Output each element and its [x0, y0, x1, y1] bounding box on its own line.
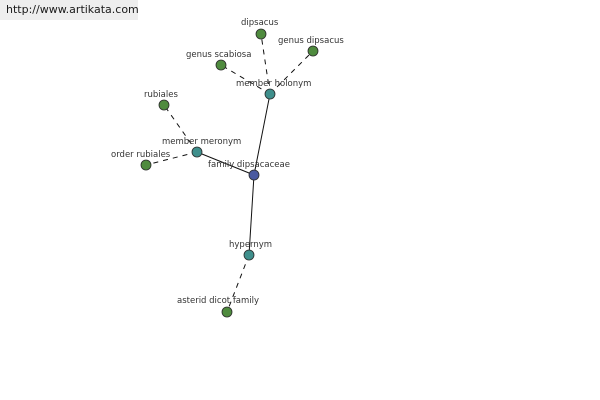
- node-member-meronym[interactable]: [191, 146, 203, 158]
- edge-family-to-member_meronym: [196, 151, 255, 176]
- edge-family-to-member_holonym: [253, 93, 271, 176]
- edge-hypernym-to-asterid_dicot_family: [226, 254, 250, 313]
- node-label-genus-dipsacus: genus dipsacus: [278, 36, 344, 46]
- node-genus-scabiosa[interactable]: [215, 59, 227, 71]
- node-dipsacus[interactable]: [255, 28, 267, 40]
- node-asterid-dicot-family[interactable]: [221, 306, 233, 318]
- edge-member_holonym-to-genus_dipsacus: [269, 50, 314, 95]
- node-family[interactable]: [248, 169, 260, 181]
- node-label-member-holonym: member holonym: [236, 79, 311, 89]
- node-label-hypernym: hypernym: [229, 240, 272, 250]
- edge-family-to-hypernym: [248, 174, 255, 256]
- node-label-dipsacus: dipsacus: [241, 18, 279, 28]
- node-rubiales[interactable]: [158, 99, 170, 111]
- node-label-family: family dipsacaceae: [208, 160, 290, 170]
- node-order-rubiales[interactable]: [140, 159, 152, 171]
- node-member-holonym[interactable]: [264, 88, 276, 100]
- node-genus-dipsacus[interactable]: [307, 45, 319, 57]
- graph-labels: family dipsacaceae member holonym member m…: [111, 18, 344, 306]
- node-label-genus-scabiosa: genus scabiosa: [186, 50, 251, 60]
- graph-edges: [145, 33, 314, 313]
- node-hypernym[interactable]: [243, 249, 255, 261]
- node-label-member-meronym: member meronym: [162, 137, 241, 147]
- edge-member_meronym-to-order_rubiales: [145, 151, 198, 166]
- node-label-asterid-dicot-family: asterid dicot family: [177, 296, 259, 306]
- edge-member_holonym-to-dipsacus: [260, 33, 271, 95]
- node-label-order-rubiales: order rubiales: [111, 150, 171, 160]
- graph-nodes: [140, 28, 319, 318]
- node-label-rubiales: rubiales: [144, 90, 178, 100]
- source-url-label: http://www.artikata.com: [0, 0, 138, 20]
